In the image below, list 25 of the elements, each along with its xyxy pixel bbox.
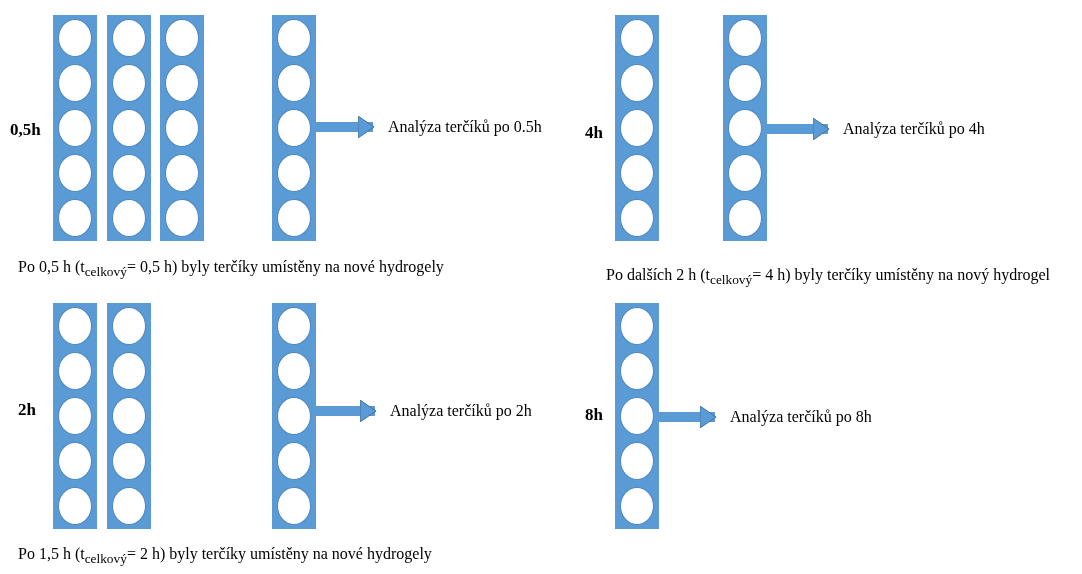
well-strip	[723, 15, 767, 241]
block-arrow	[659, 405, 717, 429]
time-label: 0,5h	[10, 120, 41, 140]
analysis-label: Analýza terčíků po 2h	[390, 402, 532, 420]
caption: Po dalších 2 h (t$_{celkový}$= 4 h) byly terčíky umístěny na nový hydrogel	[606, 266, 1051, 289]
time-label: 2h	[18, 400, 36, 420]
block-arrow	[316, 115, 375, 139]
analysis-label: Analýza terčíků po 8h	[730, 408, 872, 426]
block-arrow	[767, 117, 830, 141]
well-strip	[615, 303, 659, 529]
caption: Po 0,5 h (t$_{celkový}$= 0,5 h) byly terčíky umístěny na nové hydrogely	[18, 258, 444, 281]
analysis-label: Analýza terčíků po 4h	[843, 120, 985, 138]
well-strip	[615, 15, 659, 241]
block-arrow	[316, 399, 377, 423]
well-strip	[272, 15, 316, 241]
caption: Po 1,5 h (t$_{celkový}$= 2 h) byly terčíky umístěny na nové hydrogely	[18, 545, 432, 568]
well-strip	[107, 15, 151, 241]
well-strip	[160, 15, 204, 241]
well-strip	[107, 303, 151, 529]
well-strip	[272, 303, 316, 529]
analysis-label: Analýza terčíků po 0.5h	[388, 118, 542, 136]
time-label: 4h	[585, 123, 603, 143]
well-strip	[53, 303, 97, 529]
well-strip	[53, 15, 97, 241]
time-label: 8h	[585, 405, 603, 425]
